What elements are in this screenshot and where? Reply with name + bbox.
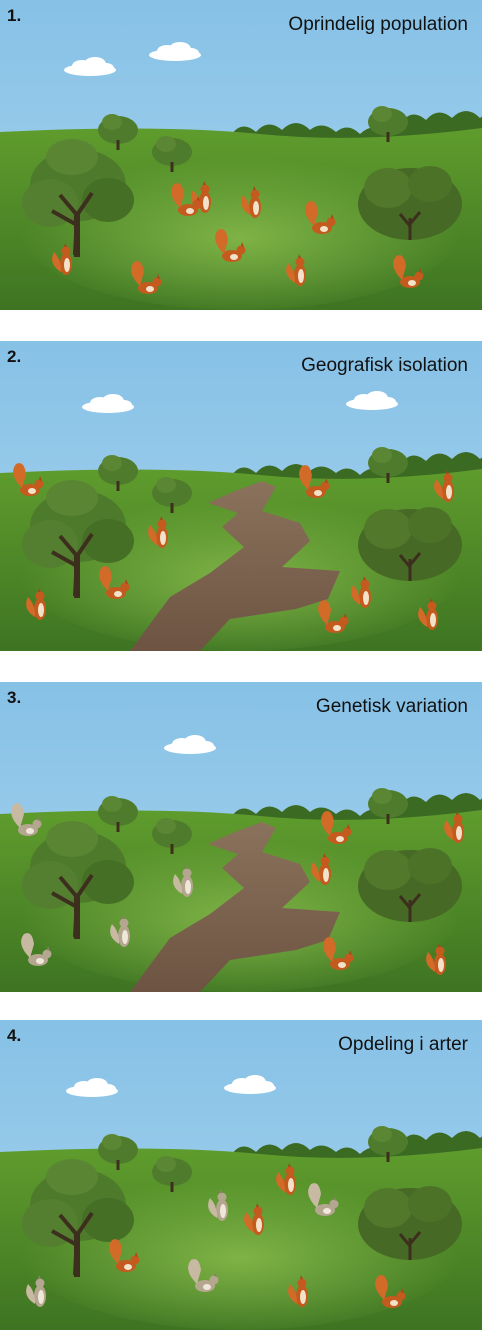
bush-icon xyxy=(356,505,464,583)
canyon xyxy=(130,481,340,651)
panel-number: 4. xyxy=(7,1026,22,1045)
panel-number: 2. xyxy=(7,347,22,366)
canyon xyxy=(130,822,340,992)
panel-title: Oprindelig population xyxy=(288,14,468,35)
panel-genetic-variation: 3. Genetisk variation xyxy=(0,682,482,992)
panel-number: 3. xyxy=(7,688,22,707)
bush-icon xyxy=(356,1184,464,1262)
panel-geographic-isolation: 2. Geografisk isolation xyxy=(0,341,482,651)
scene-speciation xyxy=(0,1020,482,1330)
panel-original-population: 1. Oprindelig population xyxy=(0,0,482,310)
panel-title: Geografisk isolation xyxy=(301,355,468,376)
bush-icon xyxy=(356,846,464,924)
panel-title: Genetisk variation xyxy=(315,696,468,717)
panel-title: Opdeling i arter xyxy=(338,1034,468,1055)
scene-geographic-isolation xyxy=(0,341,482,651)
panel-number: 1. xyxy=(7,6,22,25)
panel-speciation: 4. Opdeling i arter xyxy=(0,1020,482,1330)
scene-original-population xyxy=(0,0,482,310)
bush-icon xyxy=(356,164,464,242)
scene-genetic-variation xyxy=(0,682,482,992)
